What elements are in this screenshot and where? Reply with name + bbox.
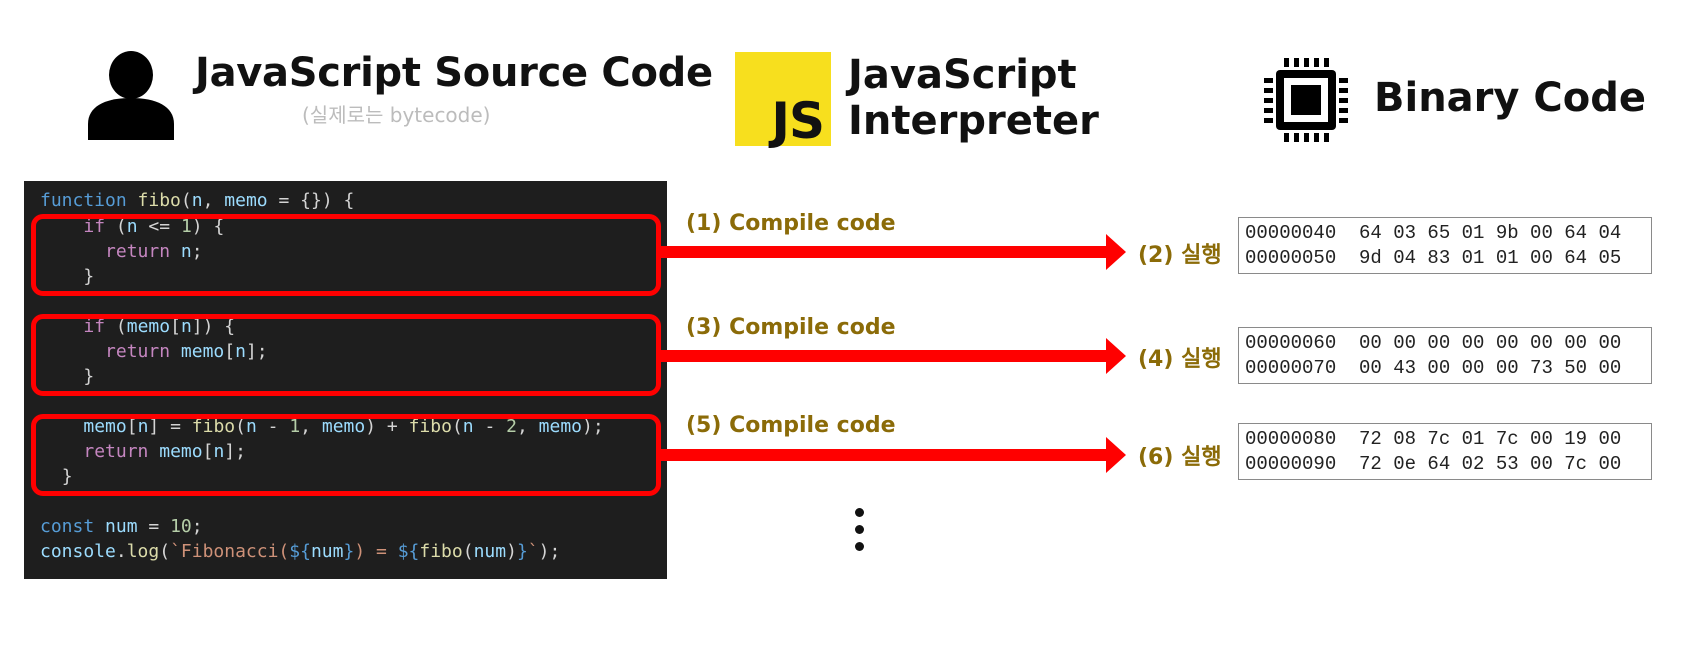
source-code-subtitle: (실제로는 bytecode)	[302, 103, 491, 127]
arrow-right-icon	[660, 234, 1126, 270]
run-label: (2) 실행	[1138, 243, 1222, 268]
code-line: const num = 10;	[40, 516, 203, 537]
compile-label: (3) Compile code	[686, 315, 896, 340]
hex-line: 00000050 9d 04 83 01 01 00 64 05	[1245, 247, 1622, 269]
code-line: console.log(`Fibonacci(${num}) = ${fibo(…	[40, 541, 561, 562]
code-panel: function fibo(n, memo = {}) { if (n <= 1…	[24, 181, 667, 579]
arrow-right-icon	[660, 338, 1126, 374]
hex-dump-box: 00000040 64 03 65 01 9b 00 64 04 0000005…	[1238, 217, 1652, 274]
hex-line: 00000060 00 00 00 00 00 00 00 00	[1245, 332, 1622, 354]
code-line: }	[61, 466, 73, 487]
run-label: (4) 실행	[1138, 347, 1222, 372]
run-label: (6) 실행	[1138, 445, 1222, 470]
interpreter-title-line2: Interpreter	[848, 98, 1099, 144]
hex-dump-box: 00000080 72 08 7c 01 7c 00 19 00 0000009…	[1238, 423, 1652, 480]
code-line: return memo[n];	[83, 441, 246, 462]
cpu-chip-icon	[1264, 58, 1348, 142]
code-line: }	[83, 266, 95, 287]
code-line: if (memo[n]) {	[83, 316, 236, 337]
arrow-right-icon	[660, 437, 1126, 473]
binary-code-title: Binary Code	[1374, 75, 1646, 121]
interpreter-title-line1: JavaScript	[848, 52, 1077, 98]
compile-label: (5) Compile code	[686, 413, 896, 438]
highlight-box-recursion	[31, 414, 661, 496]
highlight-box-base-case	[31, 214, 661, 296]
interpreter-title: JavaScript Interpreter	[848, 52, 1099, 144]
code-line: if (n <= 1) {	[83, 216, 225, 237]
compile-label: (1) Compile code	[686, 211, 896, 236]
hex-line: 00000080 72 08 7c 01 7c 00 19 00	[1245, 428, 1622, 450]
code-line: }	[83, 366, 95, 387]
source-code-title: JavaScript Source Code	[195, 50, 713, 96]
js-logo-text: JS	[771, 92, 825, 150]
code-line: memo[n] = fibo(n - 1, memo) + fibo(n - 2…	[83, 416, 604, 437]
js-logo: JS	[735, 52, 831, 146]
hex-dump-box: 00000060 00 00 00 00 00 00 00 00 0000007…	[1238, 327, 1652, 384]
person-icon	[88, 51, 174, 140]
hex-line: 00000070 00 43 00 00 00 73 50 00	[1245, 357, 1622, 379]
highlight-box-memo-check	[31, 314, 661, 396]
code-line: return memo[n];	[105, 341, 268, 362]
hex-line: 00000090 72 0e 64 02 53 00 7c 00	[1245, 453, 1622, 475]
code-line: return n;	[105, 241, 203, 262]
hex-line: 00000040 64 03 65 01 9b 00 64 04	[1245, 222, 1622, 244]
code-line: function fibo(n, memo = {}) {	[40, 190, 355, 211]
